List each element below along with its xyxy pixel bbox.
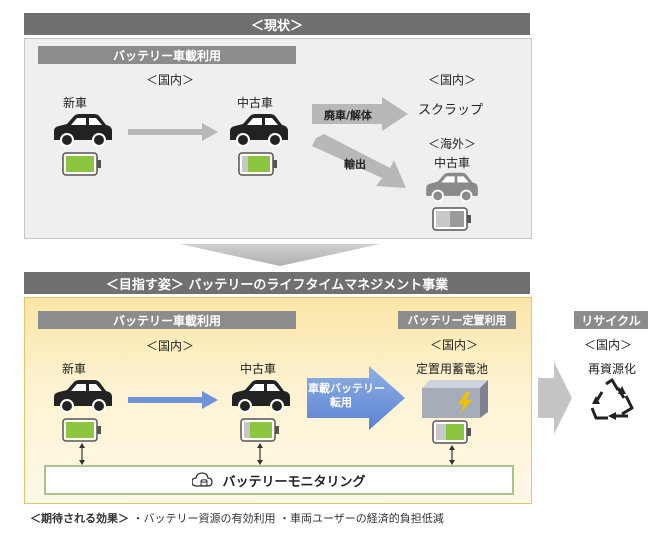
overseas-car-icon <box>426 172 478 203</box>
stationary-use-label: バッテリー定置利用 <box>398 311 516 329</box>
target-new-car-icon <box>54 380 112 413</box>
dismantle-arrow <box>312 97 408 131</box>
dismantle-arrow-label: 廃車/解体 <box>324 109 373 122</box>
scrap-label: スクラップ <box>418 103 484 118</box>
target-used-car-label: 中古車 <box>240 362 277 376</box>
used-car-icon <box>230 114 288 147</box>
overseas-used-car-label: 中古車 <box>434 156 471 170</box>
monitoring-label: バッテリーモニタリング <box>222 474 366 490</box>
reuse-arrow-label-line2: 転用 <box>330 396 352 409</box>
target-new-car-battery-icon <box>62 418 101 442</box>
effects-title: ＜期待される効果＞ <box>30 512 129 525</box>
export-arrow-label: 輸出 <box>344 158 366 171</box>
reuse-arrow <box>307 366 405 430</box>
cloud-database-icon <box>192 472 214 487</box>
connector-storage <box>449 445 455 465</box>
overseas-battery-icon <box>432 207 471 231</box>
current-domestic-right-label: ＜国内＞ <box>428 73 477 87</box>
reuse-arrow-label-line1: 車載バッテリー <box>308 382 385 395</box>
target-transfer-arrow <box>128 391 218 409</box>
target-used-car-battery-icon <box>240 418 279 442</box>
monitoring-box: バッテリーモニタリング <box>44 465 514 495</box>
used-car-battery-icon <box>238 152 277 176</box>
connector-used-car <box>257 443 263 465</box>
target-used-car-icon <box>232 380 290 413</box>
storage-battery-label: 定置用蓄電池 <box>416 362 489 376</box>
new-car-icon <box>54 114 112 147</box>
export-arrow <box>312 134 406 188</box>
target-new-car-label: 新車 <box>62 362 87 376</box>
current-vehicle-use-label: バッテリー車載利用 <box>38 46 296 64</box>
resource-recovery-label: 再資源化 <box>588 362 637 376</box>
current-transfer-arrow <box>128 123 218 141</box>
current-new-car-label: 新車 <box>63 96 88 110</box>
expected-effects: ＜期待される効果＞ ・バッテリー資源の有効利用 ・車両ユーザーの経済的負担低減 <box>30 510 444 526</box>
reuse-arrow-label: 車載バッテリー 転用 <box>308 382 385 410</box>
current-domestic-label: ＜国内＞ <box>146 73 195 87</box>
target-vehicle-use-label: バッテリー車載利用 <box>38 311 296 329</box>
effects-items: ・バッテリー資源の有効利用 ・車両ユーザーの経済的負担低減 <box>132 512 444 525</box>
current-header: ＜現状＞ <box>24 13 530 35</box>
current-used-car-label: 中古車 <box>237 96 274 110</box>
overseas-label: ＜海外＞ <box>428 137 477 151</box>
stationary-domestic-label: ＜国内＞ <box>430 338 479 352</box>
target-domestic-label: ＜国内＞ <box>146 339 195 353</box>
storage-battery-box-icon <box>422 380 488 418</box>
connector-new-car <box>79 443 85 465</box>
storage-battery-level-icon <box>432 420 471 444</box>
recycle-icon <box>590 378 634 420</box>
new-car-battery-icon <box>62 152 101 176</box>
target-header: ＜目指す姿＞ バッテリーのライフタイムマネジメント事業 <box>24 272 530 294</box>
down-transition-arrow <box>180 244 380 266</box>
recycle-domestic-label: ＜国内＞ <box>584 338 633 352</box>
recycle-transition-arrow <box>538 362 572 434</box>
recycle-label: リサイクル <box>574 311 648 329</box>
